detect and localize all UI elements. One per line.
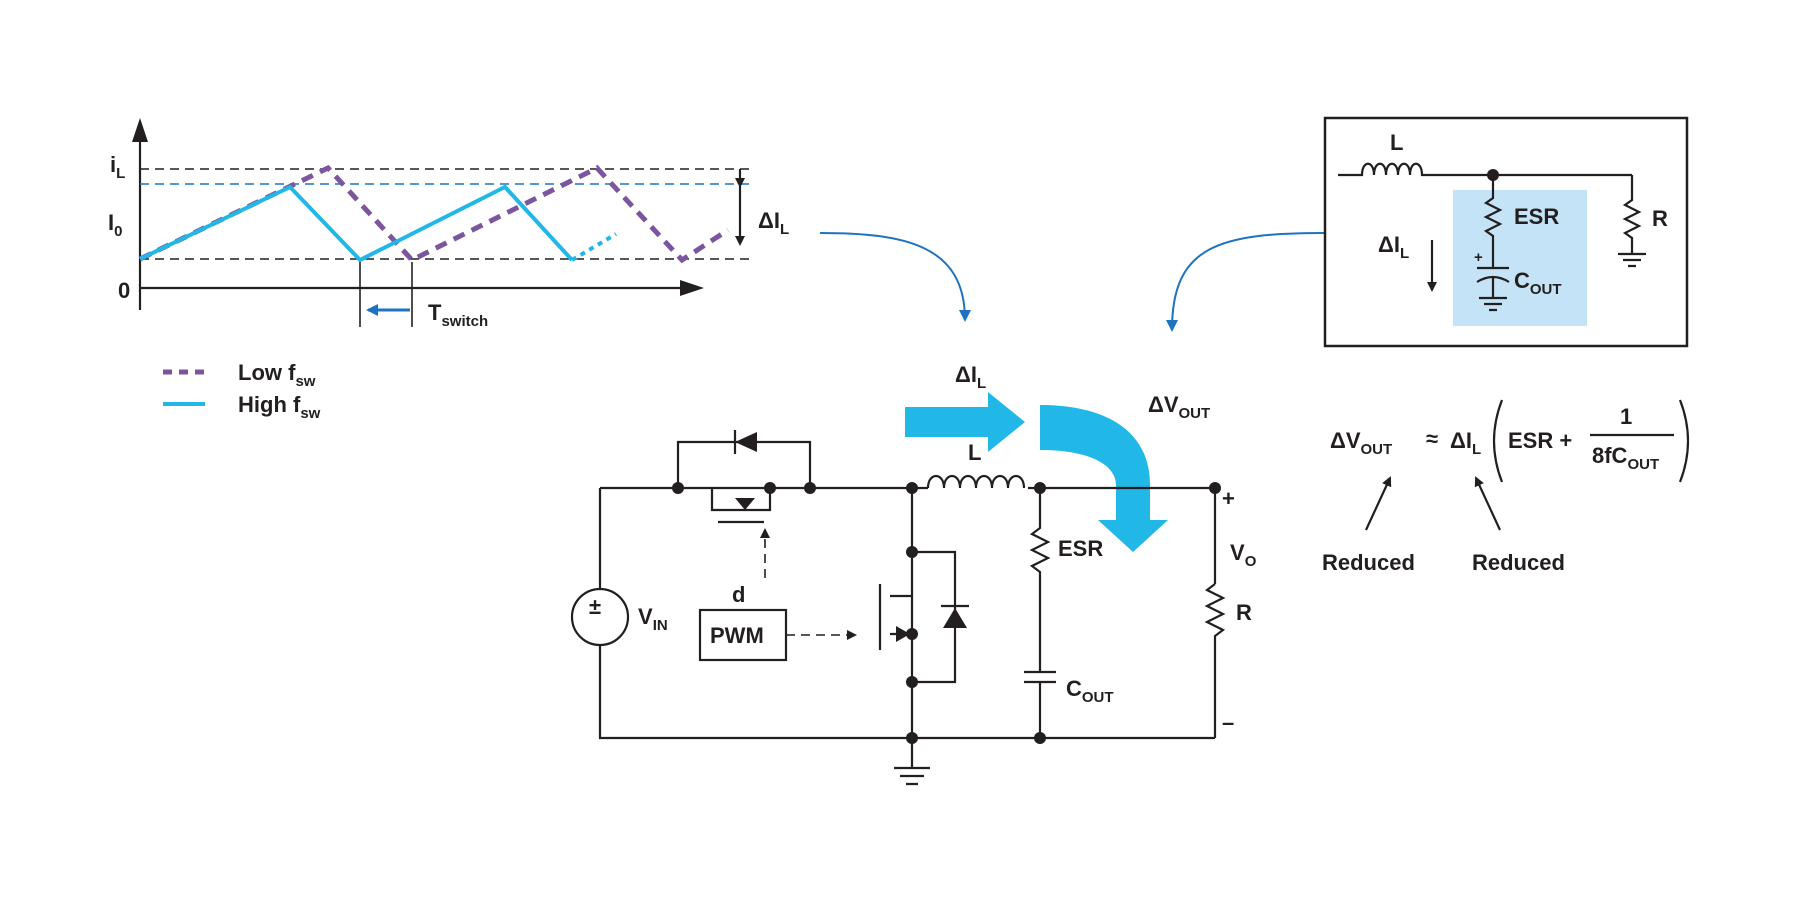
buck-circuit: ΔIL ΔVOUT ± VIN d PWM [570, 362, 1257, 786]
zero-axis-label: 0 [118, 278, 130, 303]
freewheel-loop [912, 550, 957, 684]
junction-dot [1034, 732, 1046, 744]
inductor-icon [926, 474, 1026, 489]
legend-low-fsw-label: Low fsw [238, 360, 316, 390]
ripple-to-circuit-arrow [819, 232, 971, 322]
reduced-left-arrow-icon [1365, 476, 1392, 531]
inset-frame [1323, 116, 1689, 348]
reduced-right-label: Reduced [1472, 550, 1565, 575]
equation-term1: ESR + [1508, 428, 1572, 453]
ripple-equation: ΔVOUT ≈ ΔIL ESR + 1 8fCOUT Reduced Reduc… [1322, 399, 1690, 575]
reduced-right-arrow-icon [1474, 476, 1501, 531]
equation-right-paren [1678, 399, 1690, 483]
junction-dot [804, 482, 816, 494]
delta-vout-flow-arrow [1040, 405, 1168, 552]
high-fsw-waveform [139, 184, 574, 263]
load-resistor-icon [1204, 583, 1226, 642]
inset-cout-curved-plate [1476, 275, 1510, 283]
equation-factor: ΔIL [1450, 428, 1481, 458]
y-axis-arrow-icon [132, 118, 148, 142]
junction-dot [906, 546, 918, 558]
junction-dot [906, 676, 918, 688]
esr-resistor-icon [1029, 488, 1051, 672]
vo-minus-label: – [1222, 710, 1234, 735]
inset-cout-ground-icon [1479, 278, 1507, 312]
equation-lhs: ΔVOUT [1330, 428, 1392, 458]
high-side-diode-bypass [676, 440, 812, 488]
inset-load-resistor-icon [1618, 175, 1646, 268]
junction-dot [764, 482, 776, 494]
equation-approx: ≈ [1426, 426, 1438, 451]
inset-esr-icon [1483, 175, 1503, 268]
x-axis-arrow-icon [680, 280, 704, 296]
inset-load-label: R [1652, 206, 1668, 231]
junction-dot [1034, 482, 1046, 494]
low-side-mosfet-arrow-icon [896, 626, 910, 642]
i0-axis-label: I0 [108, 210, 122, 240]
inset-to-circuit-arrow [1166, 232, 1326, 332]
junction-dot [906, 628, 918, 640]
freewheel-diode-icon [943, 608, 967, 628]
junction-dot [1209, 482, 1221, 494]
equation-left-paren [1492, 399, 1504, 483]
equation-denominator: 8fCOUT [1592, 443, 1659, 473]
inset-esr-label: ESR [1514, 204, 1559, 229]
junction-dot [906, 482, 918, 494]
period-label: Tswitch [428, 300, 488, 330]
equation-numerator: 1 [1620, 404, 1632, 429]
bottom-rail [598, 646, 1215, 740]
vin-label: VIN [638, 604, 668, 634]
high-side-mosfet-arrow-icon [735, 498, 755, 510]
legend: Low fsw High fsw [163, 360, 321, 422]
pwm-label: PWM [710, 623, 764, 648]
inset-inductor-icon [1338, 162, 1632, 177]
circuit-delta-vout-label: ΔVOUT [1148, 392, 1210, 422]
inset-delta-il-label: ΔIL [1378, 232, 1409, 262]
waveform-plot: iL I0 0 ΔIL Tswitch [108, 118, 789, 330]
inductor-label: L [968, 440, 981, 465]
inset-equivalent-circuit: L ESR + COUT ΔIL R [1323, 116, 1689, 348]
reduced-left-label: Reduced [1322, 550, 1415, 575]
legend-high-fsw-label: High fsw [238, 392, 321, 422]
junction-dot [672, 482, 684, 494]
gate-label: d [732, 582, 745, 607]
high-fsw-continuation [570, 232, 618, 262]
low-fsw-waveform [138, 164, 730, 264]
il-axis-label: iL [110, 152, 125, 182]
high-side-mosfet-channel [710, 488, 772, 512]
inset-cout-label: COUT [1514, 268, 1562, 298]
delta-il-flow-arrow [905, 392, 1025, 452]
inset-inductor-label: L [1390, 130, 1403, 155]
vin-source [570, 587, 630, 647]
ground-icon [894, 738, 930, 786]
inset-highlight [1453, 190, 1587, 326]
circuit-delta-il-label: ΔIL [955, 362, 986, 392]
inset-cap-plus: + [1474, 249, 1483, 266]
delta-il-label: ΔIL [758, 208, 789, 238]
vo-plus-label: + [1222, 486, 1235, 511]
cout-label: COUT [1066, 676, 1114, 706]
vin-plus-mark: ± [589, 594, 601, 619]
high-side-diode-icon [735, 432, 757, 452]
load-label: R [1236, 600, 1252, 625]
low-side-mosfet-channel [890, 594, 912, 636]
esr-label: ESR [1058, 536, 1103, 561]
vo-label: VO [1230, 540, 1257, 570]
